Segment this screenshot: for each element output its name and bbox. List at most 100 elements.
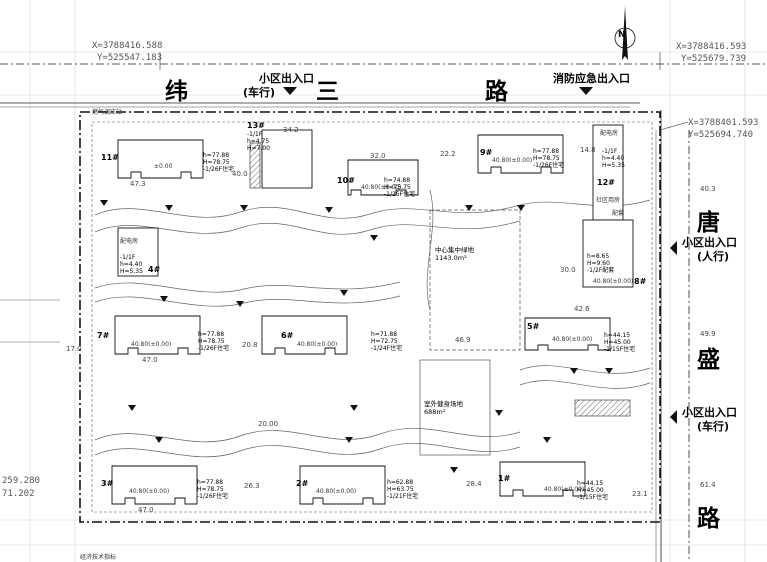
dim-13: 26.3 [244,482,260,490]
north-arrow-label: N [618,30,626,40]
road-char-north-3: 路 [485,79,508,105]
dim-3: 34.2 [283,126,299,134]
dim-12: 47.0 [138,506,154,514]
entrance-east-vehicle-label: 小区出入口 [682,406,737,419]
triangle-markers [100,87,677,473]
dim-14: 28.4 [466,480,482,488]
entrance-east-ped-note: (人行) [697,250,730,263]
sport-field [419,359,491,456]
entrance-fire-label: 消防应急出入口 [553,72,630,85]
building-11-level: ±0.00 [154,163,173,170]
dim-15: 23.1 [632,490,648,498]
dim-6: 14.8 [580,146,596,154]
coord-ne-y: Y=525679.739 [681,54,747,64]
garden-paths [94,189,651,458]
building-4-name: 配电房 [120,238,139,245]
building-6-level: 40.80(±0.00) [297,341,338,348]
footprint-13 [261,129,313,189]
building-10-number: 10# [337,176,355,185]
footprint-9 [477,134,564,174]
footprint-4 [117,227,159,277]
garage-label: 配套 [612,210,625,217]
dim-5: 22.2 [440,150,456,158]
gas-station-label: 燃气调压站 [92,109,123,116]
building-1-number: 1# [498,474,511,483]
hatched-ramp-2 [574,399,631,417]
footprint-12 [592,124,624,221]
coord-e-y: Y=525694.740 [688,130,754,140]
dim-18: 17.0 [66,345,82,353]
footprint-1 [499,461,586,497]
building-2-number: 2# [296,479,309,488]
dim-4: 32.0 [370,152,386,160]
coord-sw-x: 259.280 [2,476,40,486]
road-char-east-1: 唐 [697,210,720,236]
footprint-8 [582,219,634,288]
pump-room-label: 配电房 [600,130,619,137]
dim-20: 20.00 [258,420,279,428]
road-char-east-2: 盛 [697,347,720,373]
dim-7: 30.0 [560,266,576,274]
building-6-number: 6# [281,331,294,340]
entrance-east-vehicle-note: (车行) [697,420,730,433]
central-green [429,209,521,351]
footprint-11 [117,139,204,179]
coord-e-x: X=3788401.593 [688,118,759,128]
road-char-north-1: 纬 [165,79,188,105]
dim-19: 40.3 [700,185,716,193]
building-9-level: 40.80(±0.00) [492,157,533,164]
footprint-5 [524,317,611,351]
site-boundary [79,111,661,523]
building-7-level: 40.80(±0.00) [131,341,172,348]
dim-16: 49.9 [700,330,716,338]
dim-9: 20.8 [242,341,258,349]
building-footprints [111,124,634,505]
road-edges [0,63,767,562]
building-5-level: 40.80(±0.00) [552,336,593,343]
building-4-number: 4# [148,265,161,274]
road-char-east-3: 路 [697,506,720,532]
building-5-number: 5# [527,322,540,331]
footprint-6 [261,315,348,355]
dim-8: 47.0 [142,356,158,364]
footprint-7 [114,315,201,355]
building-3-level: 40.80(±0.00) [129,488,170,495]
dim-2: 40.0 [232,170,248,178]
entrance-north-vehicle-label: 小区出入口 [259,72,314,85]
building-8-number: 8# [634,277,647,286]
building-13-number: 13# [247,121,265,130]
building-8-level: 40.80(±0.00) [593,278,634,285]
bottom-note: 经济技术指标 [80,554,117,561]
building-3-number: 3# [101,479,114,488]
building-10-level: 40.80(±0.00) [361,184,402,191]
coord-sw-y: 71.202 [2,489,35,499]
road-char-north-2: 三 [316,79,339,105]
community-room-label: 社区用房 [596,197,621,204]
north-arrow [614,6,636,60]
entrance-north-vehicle-note: (车行) [243,86,276,99]
footprint-2 [299,465,386,505]
entrance-east-ped-label: 小区出入口 [682,236,737,249]
coord-nw-x: X=3788416.588 [92,41,163,51]
footprint-10 [347,159,419,196]
footprint-3 [111,465,198,505]
dim-17: 61.4 [700,481,716,489]
building-1-level: 40.80(±0.00) [544,486,585,493]
building-9-number: 9# [480,148,493,157]
